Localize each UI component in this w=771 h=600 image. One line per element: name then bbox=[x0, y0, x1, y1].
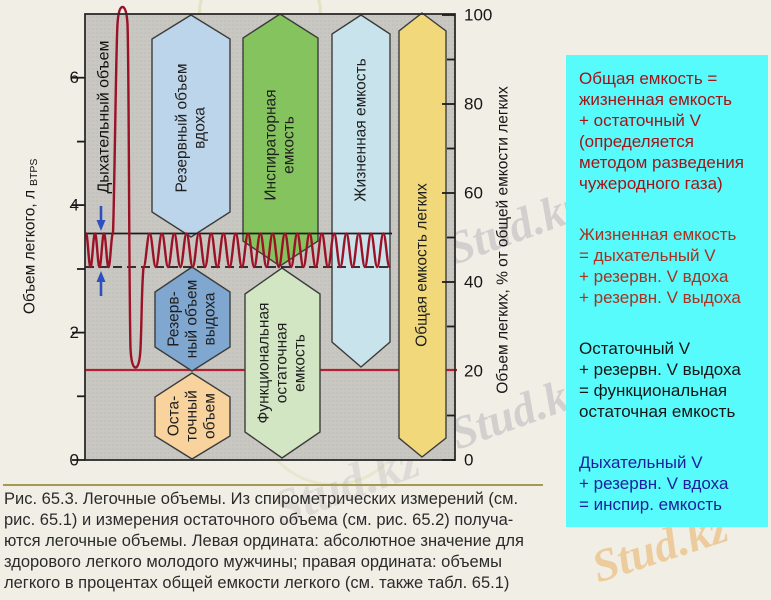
right-tick-20: 20 bbox=[464, 362, 483, 381]
left-tick-2: 2 bbox=[70, 323, 79, 342]
note-total-capacity: Общая емкость = жизненная емкость + оста… bbox=[579, 69, 744, 193]
left-axis-title: Объем легкого, л bbox=[22, 190, 39, 314]
svg-text:остаточная: остаточная bbox=[274, 323, 291, 403]
svg-text:Оста-: Оста- bbox=[166, 396, 183, 437]
right-tick-80: 80 bbox=[464, 95, 483, 114]
note-functional-residual-capacity: Остаточный V + резервн. V выдоха = функц… bbox=[579, 339, 741, 421]
banner-irv bbox=[151, 14, 231, 238]
svg-text:Резервный объем: Резервный объем bbox=[174, 64, 191, 193]
right-tick-0: 0 bbox=[464, 451, 473, 470]
note-inspiratory-capacity: Дыхательный V + резервн. V вдоха = инспи… bbox=[579, 453, 729, 514]
banner-erv bbox=[154, 266, 231, 372]
banner-erv-label: Резерв- ный объем выдоха bbox=[166, 280, 219, 359]
svg-text:Инспираторная: Инспираторная bbox=[263, 89, 280, 200]
right-axis-ticks bbox=[442, 14, 455, 461]
left-axis-title-subscript: BTPS bbox=[28, 159, 40, 186]
svg-text:Жизненная емкость: Жизненная емкость bbox=[353, 58, 370, 201]
lung-volumes-chart: 6 4 2 0 100 80 60 40 20 0 Объем легкого,… bbox=[22, 5, 512, 470]
figure-caption: Рис. 65.3. Легочные объемы. Из спирометр… bbox=[4, 490, 524, 592]
banner-vc bbox=[331, 14, 391, 368]
spirogram-trace bbox=[84, 5, 391, 369]
left-tick-4: 4 bbox=[70, 196, 79, 215]
banner-frc bbox=[244, 267, 321, 459]
left-tick-6: 6 bbox=[70, 68, 79, 87]
svg-text:емкость: емкость bbox=[281, 116, 298, 174]
right-tick-100: 100 bbox=[464, 6, 492, 25]
banner-rv-label: Оста- точный объем bbox=[166, 390, 219, 442]
banner-ic-label: Инспираторная емкость bbox=[263, 89, 298, 200]
svg-text:объем: объем bbox=[202, 393, 219, 439]
svg-text:вдоха: вдоха bbox=[192, 107, 209, 149]
banner-rv bbox=[154, 372, 231, 460]
svg-text:ный объем: ный объем bbox=[184, 280, 201, 359]
caption-divider bbox=[3, 484, 543, 486]
svg-text:выдоха: выдоха bbox=[202, 292, 219, 345]
svg-text:Резерв-: Резерв- bbox=[166, 291, 183, 347]
left-tick-0: 0 bbox=[70, 451, 79, 470]
left-axis-ticks bbox=[72, 76, 85, 461]
banner-frc-label: Функциональная остаточная емкость bbox=[256, 303, 309, 424]
right-axis-title: Объем легких, % от общей емкости легких bbox=[495, 86, 512, 394]
note-vital-capacity: Жизненная емкость = дыхательный V + резе… bbox=[579, 225, 741, 307]
svg-text:Общая емкость легких: Общая емкость легких bbox=[414, 183, 431, 347]
svg-text:Функциональная: Функциональная bbox=[256, 303, 273, 424]
label-tidal-volume: Дыхательный объем bbox=[96, 40, 113, 193]
notes-box: Общая емкость = жизненная емкость + оста… bbox=[566, 55, 768, 527]
tidal-arrow-up bbox=[96, 271, 106, 296]
banner-irv-label: Резервный объем вдоха bbox=[174, 64, 209, 193]
right-tick-40: 40 bbox=[464, 273, 483, 292]
right-tick-60: 60 bbox=[464, 184, 483, 203]
banner-vc-label: Жизненная емкость bbox=[353, 58, 370, 201]
svg-text:емкость: емкость bbox=[292, 334, 309, 392]
svg-text:точный: точный bbox=[184, 390, 201, 442]
banner-tlc-label: Общая емкость легких bbox=[414, 183, 431, 347]
banner-tlc bbox=[398, 12, 447, 458]
tidal-arrow-down bbox=[96, 206, 106, 231]
